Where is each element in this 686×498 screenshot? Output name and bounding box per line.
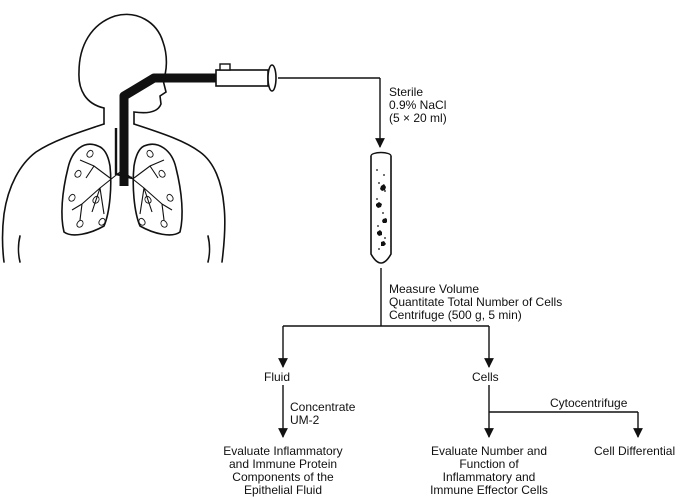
cells-label: Cells [472, 371, 499, 384]
fluid-outcome-line-4: Epithelial Fluid [213, 484, 353, 497]
bronchoscope-tube [124, 78, 218, 186]
bronchoscope-illustration [116, 64, 276, 186]
processing-label: Measure Volume Quantitate Total Number o… [389, 283, 562, 322]
syringe-tip [220, 64, 230, 70]
concentrate-line-2: UM-2 [290, 414, 355, 427]
left-arm-outline [19, 236, 21, 262]
fluid-label: Fluid [264, 371, 290, 384]
fluid-outcome-label: Evaluate Inflammatory and Immune Protein… [213, 445, 353, 497]
concentrate-label: Concentrate UM-2 [290, 401, 355, 427]
saline-label: Sterile 0.9% NaCl (5 × 20 ml) [389, 86, 447, 125]
processing-line-3: Centrifuge (500 g, 5 min) [389, 309, 562, 322]
right-arm-outline [208, 236, 210, 262]
syringe-barrel [216, 70, 268, 86]
syringe-plunger [268, 65, 276, 91]
human-figure-illustration [3, 14, 225, 262]
test-tube-illustration [371, 153, 391, 264]
test-tube-body [371, 156, 391, 263]
cells-outcome-label: Evaluate Number and Function of Inflamma… [419, 445, 559, 497]
right-lung-outline [133, 144, 182, 235]
cell-differential-label: Cell Differential [594, 445, 675, 458]
cells-outcome-line-4: Immune Effector Cells [419, 484, 559, 497]
flow-connectors [278, 78, 638, 437]
saline-line-3: (5 × 20 ml) [389, 112, 447, 125]
cytocentrifuge-label: Cytocentrifuge [550, 397, 627, 410]
left-lung-outline [62, 144, 111, 235]
